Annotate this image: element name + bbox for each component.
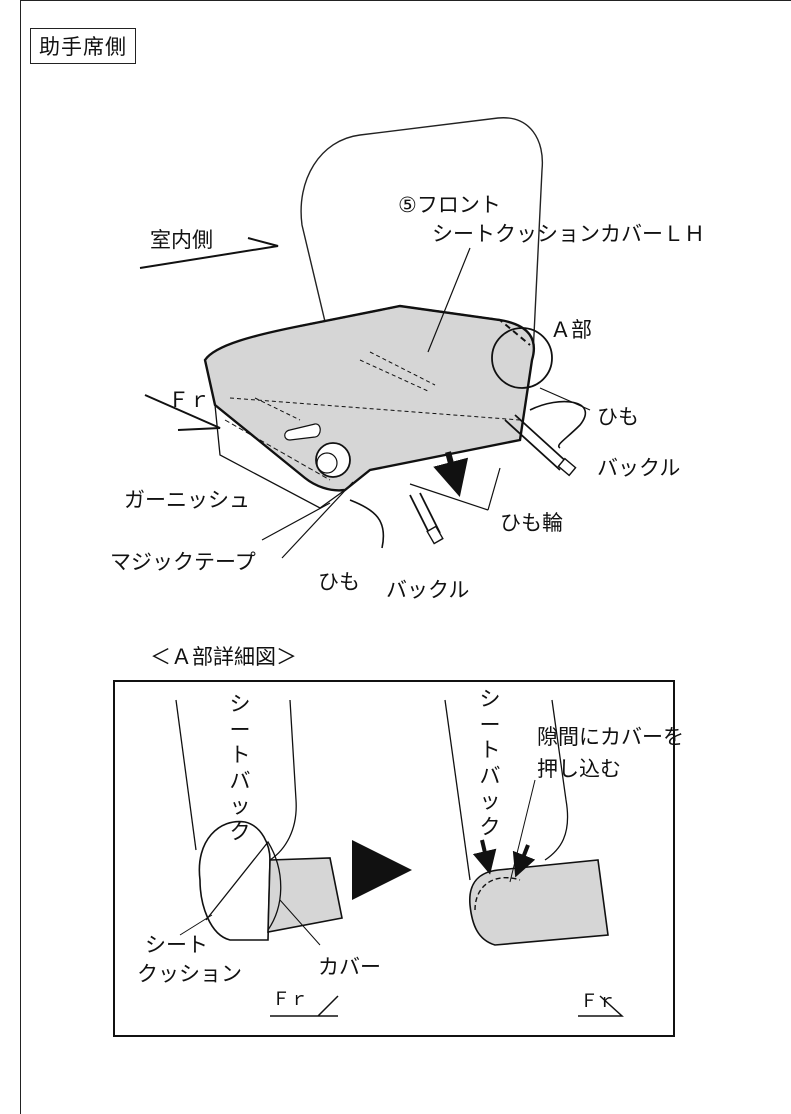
cover-pushed-section <box>469 859 609 946</box>
velcro-label: マジックテープ <box>110 550 256 574</box>
string-left-label: ひも <box>318 570 360 594</box>
seatback-outline <box>300 117 544 436</box>
seatback-label-left: シートバック <box>229 692 251 845</box>
garnish-label: ガーニッシュ <box>124 488 250 512</box>
seat-cushion-cover <box>203 304 536 492</box>
front-arrow-left <box>270 995 339 1017</box>
front-label-right: Ｆｒ <box>580 991 616 1012</box>
detail-title: ＜Ａ部詳細図＞ <box>150 645 297 669</box>
part-a-circle <box>491 327 553 389</box>
page-frame <box>20 0 791 1114</box>
part-name-line1: ⑤フロント <box>398 193 501 217</box>
page-title: 助手席側 <box>30 28 136 64</box>
string-right-label: ひも <box>597 405 639 429</box>
seat-cushion-label-line1: シート <box>145 933 208 957</box>
cover-section <box>267 857 343 933</box>
instruction-line2: 押し込む <box>537 757 621 781</box>
cover-label: カバー <box>318 955 381 979</box>
push-arrow-1 <box>472 839 497 875</box>
buckle-right-label: バックル <box>597 456 681 480</box>
push-arrow-2 <box>512 844 536 878</box>
seat-cushion-section <box>198 820 271 941</box>
seatback-label-right: シートバック <box>479 687 501 840</box>
front-arrow <box>144 394 221 431</box>
string-left <box>349 499 385 549</box>
string-loop-label: ひも輪 <box>500 511 563 535</box>
front-label-left: Ｆｒ <box>272 989 308 1010</box>
detail-box <box>113 680 675 1037</box>
part-name-line2: シートクッションカバーＬＨ <box>432 222 705 246</box>
interior-side-label: 室内側 <box>150 228 213 252</box>
instruction-line1: 隙間にカバーを <box>537 725 684 749</box>
seat-cushion-label-line2: クッション <box>137 962 242 986</box>
string-right <box>529 400 587 449</box>
buckle-left-icon <box>426 525 444 545</box>
part-a-label: Ａ部 <box>550 318 592 342</box>
front-label: Ｆｒ <box>168 388 210 412</box>
interior-side-arrow <box>139 237 279 269</box>
buckle-right-icon <box>557 457 577 477</box>
buckle-left-label: バックル <box>386 578 470 602</box>
push-down-arrow <box>433 451 469 497</box>
front-arrow-right <box>578 995 624 1017</box>
